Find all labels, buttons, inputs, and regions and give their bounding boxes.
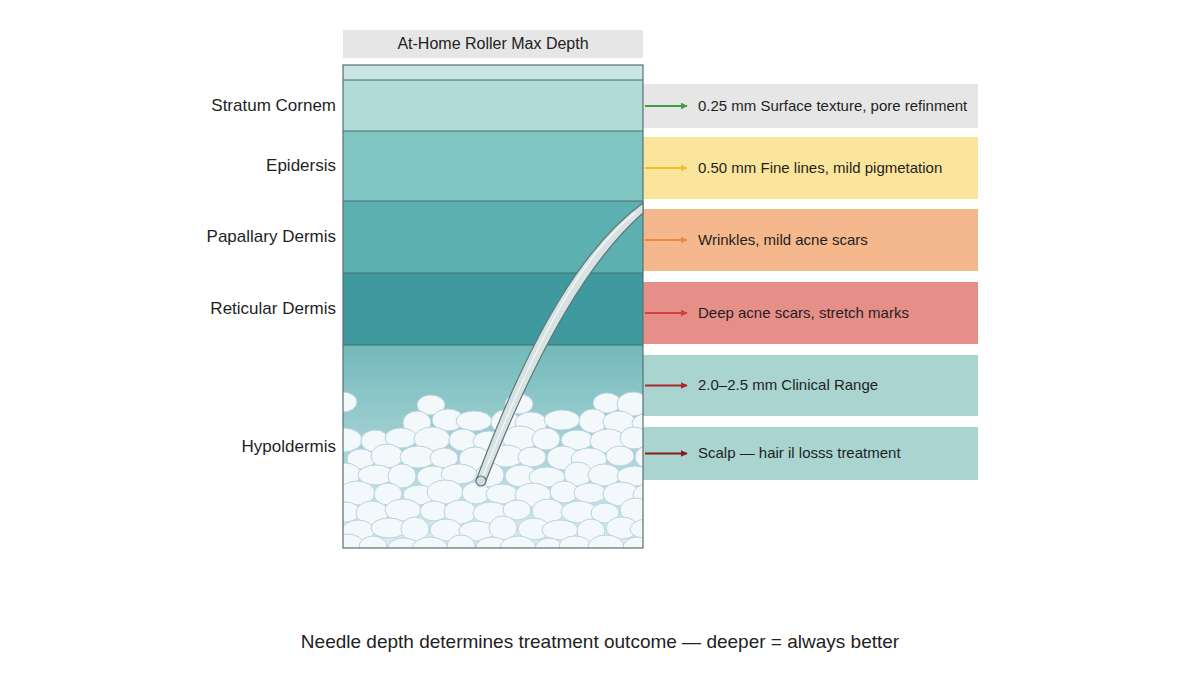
needle-shaft	[477, 203, 643, 483]
node-text: Deep acne scars, stretch marks	[698, 304, 909, 323]
skin-layer-band: Stratum Cornem	[343, 80, 643, 131]
skin-layer-band: Hypoldermis	[343, 345, 643, 548]
fat-cell	[412, 537, 448, 548]
effect-box-ground	[643, 282, 978, 344]
effect-box: Wrinkles, mild acne scars	[690, 209, 978, 271]
layer-boundaries	[343, 80, 643, 345]
microneedle	[476, 203, 643, 486]
reticular-band	[343, 273, 643, 345]
node-text: Reticular Dermis	[210, 299, 336, 319]
effect-box-grounds	[643, 84, 978, 480]
fat-cell	[518, 447, 546, 467]
effect-box-ground	[643, 137, 978, 199]
epidermis-band	[343, 131, 643, 201]
node-text: Epidersis	[266, 156, 336, 176]
effect-box: 0.25 mm Surface texture, pore refinment	[690, 84, 978, 128]
fat-cell	[447, 535, 475, 548]
node-text: Scalp — hair il losss treatment	[698, 444, 901, 463]
fat-cell	[359, 536, 387, 548]
depth-arrow	[645, 312, 687, 314]
fat-cell	[606, 446, 634, 466]
node-text: Hypoldermis	[242, 437, 336, 457]
effect-box: 0.50 mm Fine lines, mild pigmetation	[690, 137, 978, 199]
fat-cell	[623, 537, 643, 548]
fat-cells	[343, 392, 643, 548]
depth-arrow	[645, 105, 687, 107]
depth-arrow	[645, 239, 687, 241]
skin-column	[326, 65, 668, 561]
fat-cell	[532, 428, 560, 450]
effect-box-ground	[643, 209, 978, 271]
fat-cell	[500, 536, 536, 548]
stratum-band	[343, 80, 643, 131]
node-text: 0.50 mm Fine lines, mild pigmetation	[698, 159, 942, 178]
depth-arrow	[645, 167, 687, 169]
node-text: Papallary Dermis	[207, 227, 336, 247]
fat-cell	[588, 535, 624, 548]
node-text: 0.25 mm Surface texture, pore refinment	[698, 97, 967, 116]
effect-box: Deep acne scars, stretch marks	[690, 282, 978, 344]
fat-cell	[574, 483, 606, 503]
depth-header-box: At-Home Roller Max Depth	[343, 30, 643, 58]
fat-cell	[630, 519, 643, 539]
node-text: At-Home Roller Max Depth	[397, 35, 588, 53]
depth-arrow	[645, 385, 687, 387]
effect-box: Scalp — hair il losss treatment	[690, 427, 978, 480]
node-text: Stratum Cornem	[211, 96, 336, 116]
fat-cell	[343, 428, 362, 452]
fat-cell	[635, 445, 643, 469]
surface-band	[343, 65, 643, 80]
fat-cell	[343, 392, 357, 412]
skin-layer-band: Papallary Dermis	[343, 201, 643, 273]
effect-box: 2.0–2.5 mm Clinical Range	[690, 355, 978, 416]
needle-tip	[476, 476, 486, 486]
fat-cell	[559, 536, 591, 548]
effect-box-ground	[643, 355, 978, 416]
effect-box-ground	[643, 84, 978, 128]
skin-layer-band: Reticular Dermis	[343, 273, 643, 345]
fat-cell	[456, 411, 492, 431]
node-text: 2.0–2.5 mm Clinical Range	[698, 376, 878, 395]
depth-arrow	[645, 453, 687, 455]
fat-cell	[620, 427, 643, 449]
caption: Needle depth determines treatment outcom…	[0, 631, 1200, 653]
node-text: Wrinkles, mild acne scars	[698, 231, 868, 250]
skin-layer-band: Epidersis	[343, 131, 643, 201]
needle-highlight	[483, 212, 636, 476]
effect-box-ground	[643, 427, 978, 480]
fat-cell	[544, 410, 580, 430]
column-outline	[343, 65, 643, 548]
